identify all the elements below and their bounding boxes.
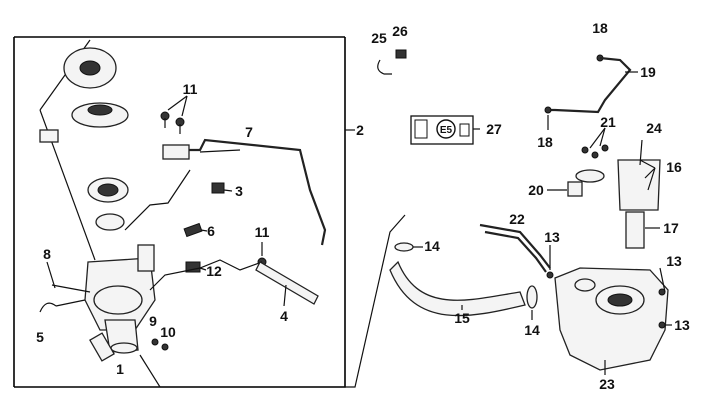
label-14-right: 14 [524, 322, 540, 338]
label-18-bottom: 18 [537, 134, 553, 150]
label-1: 1 [116, 361, 124, 377]
label-9: 9 [149, 313, 157, 329]
label-15: 15 [454, 310, 470, 326]
label-17: 17 [663, 220, 679, 236]
fasteners-part-9-10 [151, 338, 169, 351]
label-23: 23 [599, 376, 615, 392]
strap-part-4 [255, 261, 319, 307]
label-6: 6 [207, 223, 215, 239]
label-10: 10 [160, 324, 176, 340]
label-18-top: 18 [592, 20, 608, 36]
e5-badge: E5 [440, 125, 453, 136]
fuel-pump-assembly [39, 39, 156, 362]
label-20: 20 [528, 182, 544, 198]
assembly-frame-group-2 [13, 36, 406, 388]
label-24: 24 [646, 120, 662, 136]
label-14-left: 14 [424, 238, 440, 254]
bracket-part-12 [149, 259, 263, 291]
label-13-left: 13 [544, 229, 560, 245]
hose-part-15 [389, 242, 538, 320]
clip-part-3 [211, 182, 233, 194]
breather-tube-part-22 [479, 223, 554, 279]
spring-part-6 [183, 222, 208, 238]
label-27: 27 [486, 121, 502, 137]
label-3: 3 [235, 183, 243, 199]
label-11-lower: 11 [255, 224, 270, 240]
label-26: 26 [392, 23, 408, 39]
bolts-part-11 [160, 95, 267, 267]
label-7: 7 [245, 124, 253, 140]
label-8: 8 [43, 246, 51, 262]
label-13-right-lower: 13 [674, 317, 690, 333]
fuel-line-part-7 [124, 138, 327, 246]
clips-part-25-26 [377, 49, 407, 75]
pump-components-16-17-20-21-24 [547, 127, 661, 249]
bolt-part-8 [46, 261, 91, 293]
fuel-label-part-27: E5 [410, 115, 480, 145]
label-12: 12 [206, 263, 222, 279]
label-13-right-upper: 13 [666, 253, 682, 269]
label-16: 16 [666, 159, 682, 175]
fuel-line-part-19 [544, 54, 638, 130]
label-4: 4 [280, 308, 288, 324]
label-22: 22 [509, 211, 525, 227]
label-11-upper: 11 [183, 81, 198, 97]
clamp-part-5 [39, 299, 86, 313]
label-2: 2 [356, 122, 364, 138]
label-19: 19 [640, 64, 656, 80]
label-21: 21 [600, 114, 616, 130]
fuel-tank-part-23 [554, 267, 672, 375]
label-25: 25 [371, 30, 387, 46]
label-5: 5 [36, 329, 44, 345]
